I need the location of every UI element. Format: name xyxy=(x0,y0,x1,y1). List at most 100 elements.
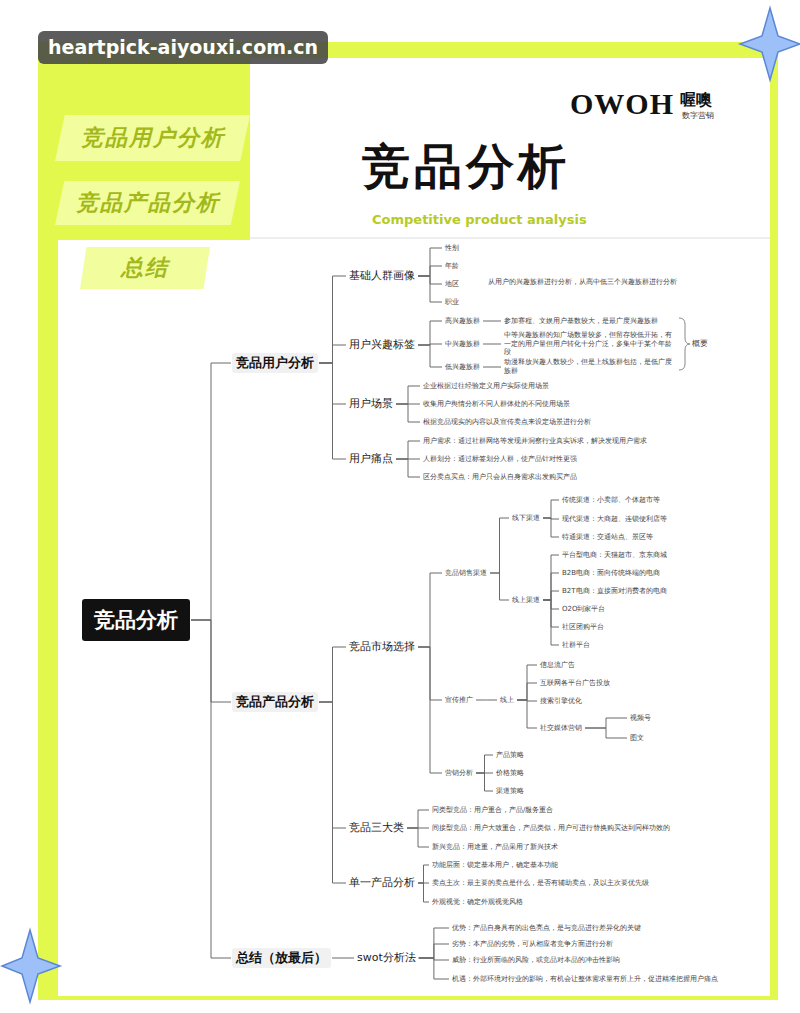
node-text: 搜索引擎优化 xyxy=(540,697,582,706)
leaf-topic: 平台型电商：天猫超市、京东商城 xyxy=(560,550,669,561)
leaf-topic: 劣势：本产品的劣势，可从相应者竞争方面进行分析 xyxy=(450,939,615,950)
leaf-topic: 企业根据过往经验定义用户实际使用场景 xyxy=(421,381,551,392)
leaf-topic: O2O到家平台 xyxy=(560,604,607,615)
leaf-topic: 线上渠道 xyxy=(510,595,542,606)
logo-subtitle: 数字营销 xyxy=(682,111,714,121)
leaf-topic: 社交媒体营销 xyxy=(538,723,584,734)
branch-connector xyxy=(490,573,509,600)
leaf-topic: 渠道策略 xyxy=(494,786,526,797)
node-text: 竞品用户分析 xyxy=(236,355,314,371)
node-text: 特通渠道：交通站点、景区等 xyxy=(562,533,653,542)
branch-connector xyxy=(490,518,509,573)
leaf-topic: 价格策略 xyxy=(494,768,526,779)
branch-connector xyxy=(191,620,231,958)
node-text: 年龄 xyxy=(445,262,459,271)
node-text: B2T电商：直接面对消费者的电商 xyxy=(562,587,667,596)
node-text: 总结（放最后） xyxy=(236,950,327,966)
leaf-topic: 营销分析 xyxy=(443,768,475,779)
node-text: 总结 xyxy=(121,254,169,282)
section-tab: 竞品用户分析 xyxy=(55,115,250,161)
branch-connector xyxy=(396,404,420,422)
node-text: 渠道策略 xyxy=(496,787,524,796)
divider-line xyxy=(250,238,770,239)
branch-connector xyxy=(407,810,429,828)
summary-label: 概要 xyxy=(692,339,708,349)
leaf-topic: 传统渠道：小卖部、个体超市等 xyxy=(560,495,662,506)
leaf-topic: 社群平台 xyxy=(560,640,592,651)
branch-connector xyxy=(332,958,354,959)
branch-connector xyxy=(517,700,537,728)
node-text: 劣势：本产品的劣势，可从相应者竞争方面进行分析 xyxy=(452,940,613,949)
leaf-topic: 优势：产品自身具有的出色亮点，是与竞品进行差异化的关键 xyxy=(450,923,643,934)
node-text: 单一产品分析 xyxy=(349,876,415,890)
branch-connector xyxy=(483,344,501,345)
node-text: swot分析法 xyxy=(357,951,416,965)
node-text: 竞品分析 xyxy=(94,607,178,633)
branch-connector xyxy=(517,683,537,700)
branch-connector xyxy=(543,600,559,645)
main-branch: 竞品产品分析 xyxy=(232,692,318,712)
leaf-topic: 中等兴趣族群的知广场数量较多，但留存较低开拓，有一定的用户量但用户转化十分广泛，… xyxy=(502,330,674,358)
node-text: 低兴趣族群 xyxy=(445,363,480,372)
branch-connector xyxy=(543,500,559,518)
leaf-topic: 功能层面：锁定基本用户，确定基本功能 xyxy=(430,860,560,871)
node-text: 优势：产品自身具有的出色亮点，是与竞品进行差异化的关键 xyxy=(452,924,641,933)
leaf-topic: 特通渠道：交通站点、景区等 xyxy=(560,532,655,543)
node-text: 功能层面：锁定基本用户，确定基本功能 xyxy=(432,861,558,870)
node-text: 平台型电商：天猫超市、京东商城 xyxy=(562,551,667,560)
logo-text: 喔噢 xyxy=(680,90,712,109)
leaf-topic: 图文 xyxy=(628,733,646,744)
main-branch: 竞品用户分析 xyxy=(232,353,318,373)
node-text: O2O到家平台 xyxy=(562,605,605,614)
logo-text: OWOH xyxy=(570,86,674,122)
branch-connector xyxy=(396,459,420,477)
node-text: 互联网各平台广告投放 xyxy=(540,679,610,688)
leaf-topic: 职业 xyxy=(443,297,461,308)
branch-connector xyxy=(543,591,559,600)
node-text: 外观视觉：确定外观视觉风格 xyxy=(432,898,523,907)
node-text: 中兴趣族群 xyxy=(445,340,480,349)
leaf-topic: 新兴竞品：用途重，产品采用了新兴技术 xyxy=(430,842,560,853)
node-text: 社区团购平台 xyxy=(562,623,604,632)
node-text: 竞品销售渠道 xyxy=(445,569,487,578)
node-text: 竞品三大类 xyxy=(349,821,404,835)
annotation-note: 从用户的兴趣族群进行分析，从高中低三个兴趣族群进行分析 xyxy=(488,278,677,286)
branch-connector xyxy=(396,386,420,404)
node-text: 信息流广告 xyxy=(540,661,575,670)
section-tab: 竞品产品分析 xyxy=(55,181,240,225)
branch-connector xyxy=(418,345,442,367)
leaf-topic: 现代渠道：大商超、连锁便利店等 xyxy=(560,514,669,525)
leaf-topic: 人群划分：通过标签划分人群，使产品针对性更强 xyxy=(421,454,579,465)
leaf-topic: 年龄 xyxy=(443,261,461,272)
node-text: 价格策略 xyxy=(496,769,524,778)
branch-connector xyxy=(543,573,559,600)
leaf-topic: 产品策略 xyxy=(494,750,526,761)
branch-connector xyxy=(396,441,420,459)
node-text: 高兴趣族群 xyxy=(445,317,480,326)
sub-branch: 用户场景 xyxy=(347,396,395,412)
leaf-topic: 宣传推广 xyxy=(443,695,475,706)
main-branch: 总结（放最后） xyxy=(232,948,331,968)
leaf-topic: 信息流广告 xyxy=(538,660,577,671)
branch-connector xyxy=(543,518,559,537)
leaf-topic: 高兴趣族群 xyxy=(443,316,482,327)
node-text: 竞品产品分析 xyxy=(76,189,220,217)
sub-branch: swot分析法 xyxy=(355,950,418,966)
branch-connector xyxy=(418,321,442,345)
node-text: 中等兴趣族群的知广场数量较多，但留存较低开拓，有一定的用户量但用户转化十分广泛，… xyxy=(504,331,672,357)
leaf-topic: 线下渠道 xyxy=(510,513,542,524)
branch-connector xyxy=(543,555,559,600)
branch-connector xyxy=(419,958,449,979)
node-text: 参加赛程、文娱用户基数较大，是最广度兴趣族群 xyxy=(504,317,658,326)
branch-connector xyxy=(419,928,449,958)
node-text: 宣传推广 xyxy=(445,696,473,705)
leaf-topic: 视频号 xyxy=(628,713,653,724)
node-text: 用户痛点 xyxy=(349,452,393,466)
node-text: 职业 xyxy=(445,298,459,307)
leaf-topic: B2T电商：直接面对消费者的电商 xyxy=(560,586,669,597)
node-text: 营销分析 xyxy=(445,769,473,778)
node-text: 线上 xyxy=(500,696,514,705)
branch-connector xyxy=(483,321,501,322)
branch-connector xyxy=(517,665,537,700)
branch-connector xyxy=(418,276,442,302)
